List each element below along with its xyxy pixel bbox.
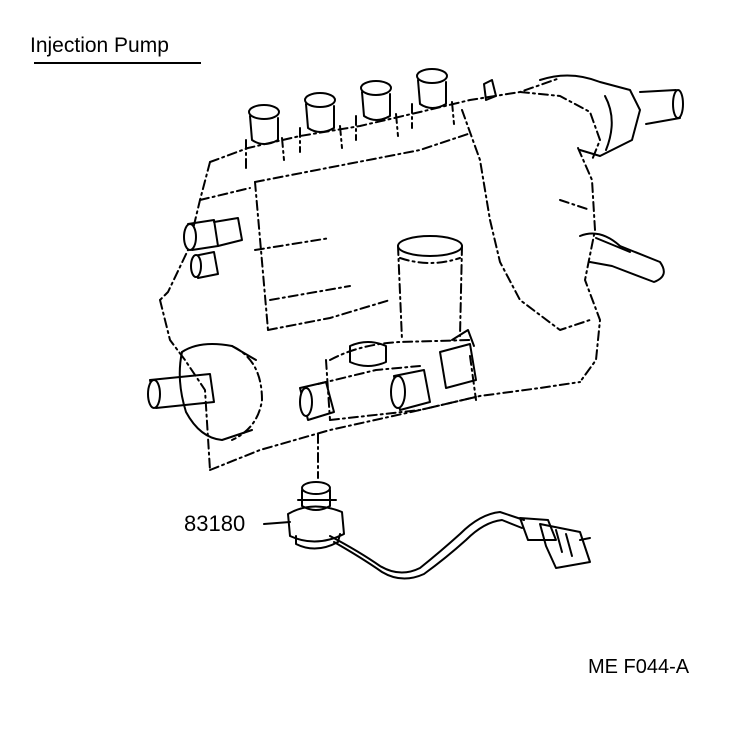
diagram-title: Injection Pump — [30, 34, 169, 57]
fuel-sensor-83180 — [287, 481, 591, 580]
part-label-leader — [263, 521, 291, 525]
figure-code: ME F044-A — [588, 656, 690, 678]
side-plugs — [183, 217, 243, 279]
part-number-label: 83180 — [184, 511, 246, 536]
title-underline — [34, 62, 201, 64]
delivery-valve-holders — [245, 68, 455, 169]
governor-housing — [483, 74, 684, 283]
feed-pump-assembly — [299, 235, 481, 421]
pump-body-outline — [159, 77, 601, 471]
drive-shaft — [147, 343, 263, 441]
